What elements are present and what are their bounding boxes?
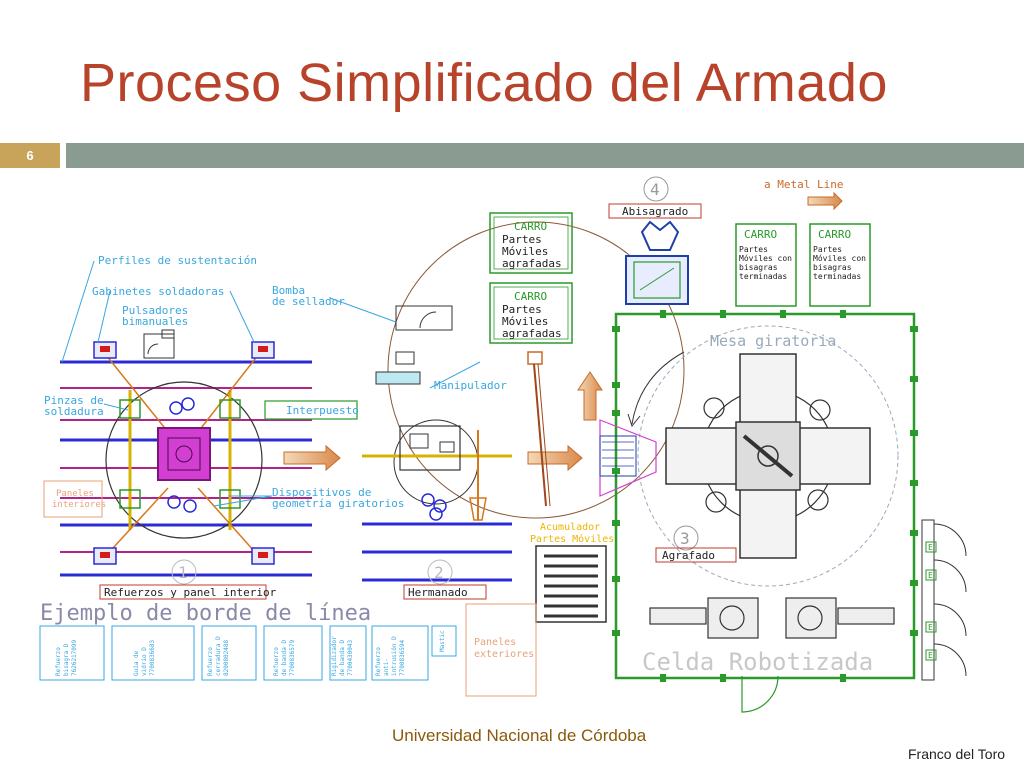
label-celda-robotizada: Celda Robotizada [642,648,873,676]
box-1-line-3: 7626217099 [71,639,78,676]
carro-d-line-2: Móviles con [813,253,866,263]
label-acumulador-2: Partes Móviles [530,533,614,545]
box-6-line-4: 7700836594 [399,639,406,676]
carro-b-title: CARRO [514,290,547,303]
e-mark-3: E [928,623,933,632]
exit-doors [921,519,967,681]
label-perfiles: Perfiles de sustentación [98,254,257,267]
box-2-line-3: 7700836683 [149,639,156,676]
carro-d: CARRO Partes Móviles con bisagras termin… [809,223,871,307]
carro-c-line-4: terminadas [739,272,787,281]
box-3-line-2: cerradura D [215,636,222,676]
label-ejemplo: Ejemplo de borde de línea [40,601,371,626]
label-bomba-2: de sellador [272,295,345,308]
carro-c-title: CARRO [744,228,777,241]
carro-d-line-3: bisagras [813,263,852,272]
box-5-line-2: de banda D [339,639,346,676]
carro-c: CARRO Partes Móviles con bisagras termin… [735,223,797,307]
carro-b-line-2: Móviles [502,315,548,328]
carro-b-line-3: agrafadas [502,327,562,340]
label-paneles-ext-1: Paneles [474,637,516,648]
label-interpuesto: Interpuesto [286,404,359,417]
station-3-number: 3 [680,529,690,548]
box-4-line-3: 7700836579 [289,639,296,676]
label-pinzas-1: Pinzas de [44,394,104,407]
label-agrafado: Agrafado [662,549,715,562]
e-mark-1: E [928,543,933,552]
label-dispositivos-1: Dispositivos de [272,486,371,499]
label-gabinetes: Gabinetes soldadoras [92,285,224,298]
box-6-line-2: anti- [383,658,390,676]
slide-title: Proceso Simplificado del Armado [80,53,888,113]
station-2-number: 2 [434,563,444,582]
carro-a-line-3: agrafadas [502,257,562,270]
box-3-line-3: 8200802488 [223,639,230,676]
box-2-line-2: vidrio D [141,647,148,676]
box-4-line-2: de banda D [281,639,288,676]
carro-c-line-3: bisagras [739,263,778,272]
carro-b-line-1: Partes [502,303,542,316]
box-4-line-1: Refuerzo [273,647,280,676]
footer-university: Universidad Nacional de Córdoba [392,726,647,745]
line-edge-boxes [39,625,457,681]
carro-a: CARRO Partes Móviles agrafadas [489,212,573,274]
carro-d-title: CARRO [818,228,851,241]
footer-author: Franco del Toro [908,746,1006,762]
carro-c-line-1: Partes [739,245,768,254]
label-hermanado: Hermanado [408,586,468,599]
station-2-hermanado [362,221,685,582]
carro-c-line-2: Móviles con [739,253,792,263]
box-5-line-1: Rigidizador [331,636,338,676]
box-6-line-3: intrusión D [391,636,398,676]
label-pulsadores-1: Pulsadores [122,304,188,317]
e-mark-2: E [928,571,933,580]
box-1-line-2: bisagra D [63,643,70,676]
label-paneles-int-1: Paneles [56,489,94,499]
station-4-number: 4 [650,180,660,199]
box-1-line-1: Refuerzo [55,647,62,676]
carro-d-line-4: terminadas [813,272,861,281]
label-paneles-int-2: interiores [52,500,106,510]
accumulator-rack [535,545,607,623]
label-mesa-giratoria: Mesa giratoria [710,332,836,350]
box-7-line-1: Mastic [439,630,446,652]
label-manipulador: Manipulador [434,379,507,392]
carro-a-line-1: Partes [502,233,542,246]
station-3-robot-cell [599,310,918,713]
carro-a-title: CARRO [514,220,547,233]
carro-d-line-1: Partes [813,245,842,254]
carro-a-line-2: Móviles [502,245,548,258]
e-mark-4: E [928,651,933,660]
label-pinzas-2: soldadura [44,405,104,418]
label-refuerzos: Refuerzos y panel interior [104,586,277,599]
assembly-process-diagram: Perfiles de sustentación Gabinetes solda… [39,176,967,713]
label-metal-line: a Metal Line [764,178,843,191]
label-pulsadores-2: bimanuales [122,315,188,328]
label-paneles-ext-2: exteriores [474,649,534,660]
box-5-line-3: 7700430043 [347,639,354,676]
label-bomba-1: Bomba [272,284,305,297]
title-divider-bar [66,143,1024,168]
label-abisagrado: Abisagrado [622,205,688,218]
box-3-line-1: Refuerzo [207,647,214,676]
label-dispositivos-2: geometría giratorios [272,497,404,510]
carro-b: CARRO Partes Móviles agrafadas [489,282,573,344]
label-acumulador-1: Acumulador [540,522,600,533]
box-6-line-1: Refuerzo [375,647,382,676]
station-1-number: 1 [178,563,188,582]
box-2-line-1: Guía de [133,650,140,676]
station-4-abisagrado: 4 Abisagrado [608,176,702,305]
slide-number: 6 [0,143,60,168]
